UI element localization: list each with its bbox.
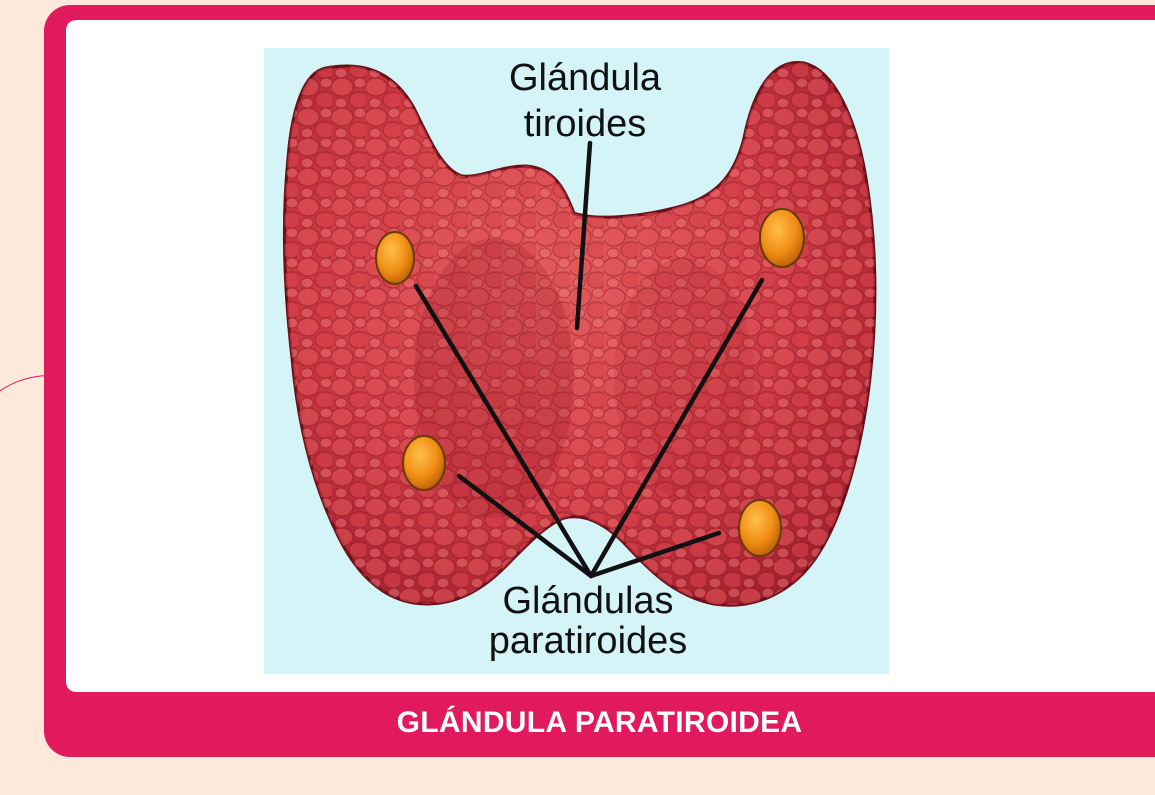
label-parathyroid-line2: paratiroides	[489, 620, 688, 662]
parathyroid-gland-lower-right	[739, 500, 781, 556]
label-thyroid-line2: tiroides	[524, 103, 647, 145]
thyroid-shadow-right	[614, 258, 754, 498]
parathyroid-gland-upper-left	[376, 232, 414, 284]
caption-title: GLÁNDULA PARATIROIDEA	[44, 692, 1155, 754]
parathyroid-gland-lower-left	[403, 436, 445, 490]
thyroid-illustration: Glándula tiroides Glándulas paratiroides	[264, 48, 889, 674]
label-parathyroid-line1: Glándulas	[502, 580, 673, 622]
parathyroid-gland-upper-right	[760, 209, 804, 267]
thyroid-figure: Glándula tiroides Glándulas paratiroides	[264, 48, 889, 674]
label-thyroid-line1: Glándula	[509, 57, 662, 99]
